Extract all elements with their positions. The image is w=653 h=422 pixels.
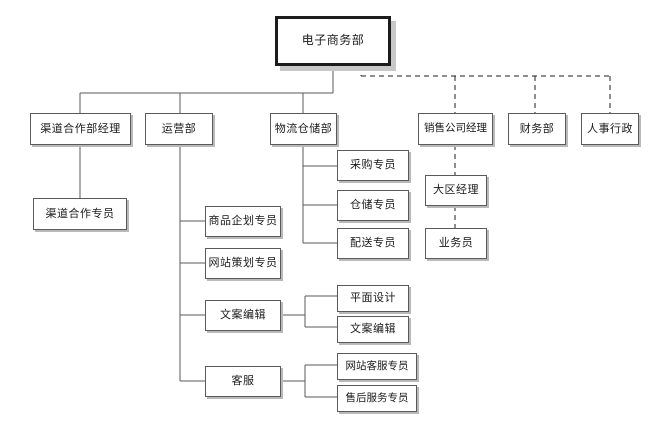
node-root[interactable]: 电子商务部 <box>275 16 391 66</box>
node-finance[interactable]: 财务部 <box>508 113 566 145</box>
node-operations[interactable]: 运营部 <box>145 113 213 145</box>
node-sales-company-manager[interactable]: 销售公司经理 <box>418 113 493 145</box>
node-website-cs-specialist[interactable]: 网站客服专员 <box>337 353 417 380</box>
node-copy-editor-child[interactable]: 文案编辑 <box>337 316 409 343</box>
node-aftersales-specialist[interactable]: 售后服务专员 <box>337 385 417 412</box>
node-warehouse-specialist[interactable]: 仓储专员 <box>337 190 409 221</box>
node-channel-manager[interactable]: 渠道合作部经理 <box>30 113 131 145</box>
node-logistics[interactable]: 物流仓储部 <box>270 113 337 145</box>
node-website-planner[interactable]: 网站策划专员 <box>205 248 281 279</box>
node-salesperson[interactable]: 业务员 <box>425 228 487 259</box>
node-regional-manager[interactable]: 大区经理 <box>425 175 487 206</box>
node-merchandise-planner[interactable]: 商品企划专员 <box>205 206 281 237</box>
node-channel-specialist[interactable]: 渠道合作专员 <box>33 198 127 230</box>
node-hr-admin[interactable]: 人事行政 <box>581 113 639 145</box>
node-copy-editor[interactable]: 文案编辑 <box>205 300 281 331</box>
node-graphic-design[interactable]: 平面设计 <box>337 285 409 312</box>
node-delivery-specialist[interactable]: 配送专员 <box>337 228 409 259</box>
node-customer-service[interactable]: 客服 <box>205 366 281 397</box>
node-purchasing-specialist[interactable]: 采购专员 <box>337 150 409 181</box>
